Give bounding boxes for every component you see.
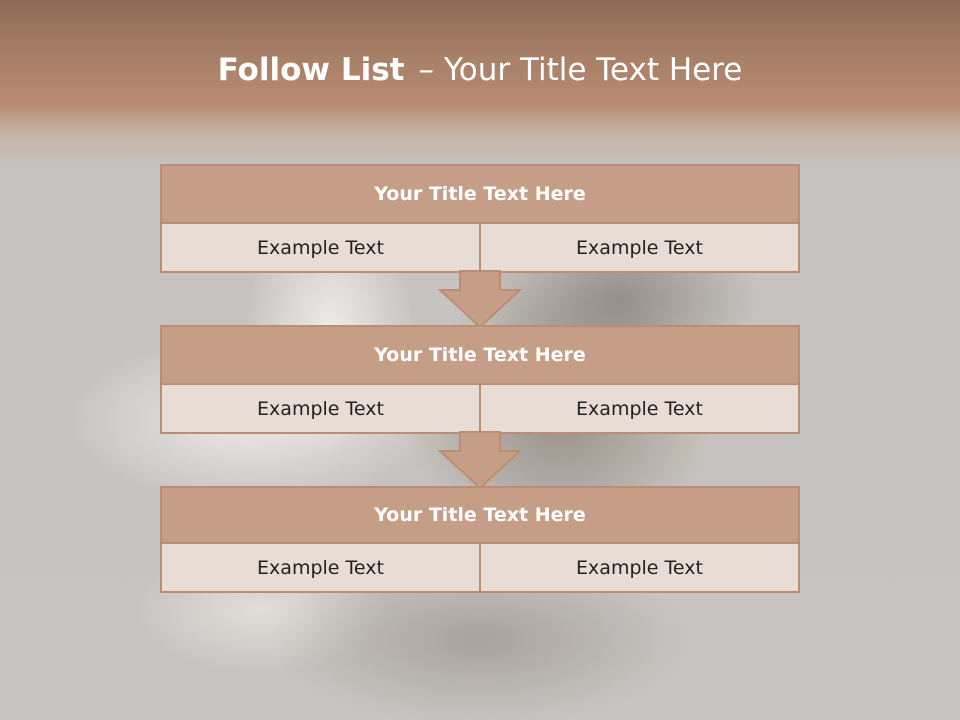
stage-cell-2-right: Example Text — [479, 385, 798, 432]
stage-cell-1-left: Example Text — [257, 236, 384, 259]
slide-title-separator: – — [418, 52, 434, 88]
down-arrow-icon-1 — [438, 270, 522, 328]
header-band — [0, 0, 960, 165]
stage-title-3: Your Title Text Here — [162, 488, 798, 544]
down-arrow-icon-2 — [438, 431, 522, 489]
stage-cell-3-right: Example Text — [479, 544, 798, 591]
stage-box-2: Your Title Text Here Example Text Exampl… — [160, 325, 800, 434]
slide-title-rest: Your Title Text Here — [443, 52, 743, 88]
stage-cell-3-left: Example Text — [257, 556, 384, 579]
stage-box-3: Your Title Text Here Example Text Exampl… — [160, 486, 800, 593]
stage-title-1: Your Title Text Here — [162, 166, 798, 224]
stage-cell-2-left: Example Text — [257, 397, 384, 420]
stage-box-1: Your Title Text Here Example Text Exampl… — [160, 164, 800, 273]
slide-title: Follow List–Your Title Text Here — [0, 52, 960, 88]
stage-row-3: Example Text Example Text — [162, 544, 798, 591]
slide-title-bold: Follow List — [217, 52, 405, 88]
stage-cell-1-right: Example Text — [479, 224, 798, 271]
stage-row-2: Example Text Example Text — [162, 385, 798, 432]
stage-title-2: Your Title Text Here — [162, 327, 798, 385]
stage-row-1: Example Text Example Text — [162, 224, 798, 271]
